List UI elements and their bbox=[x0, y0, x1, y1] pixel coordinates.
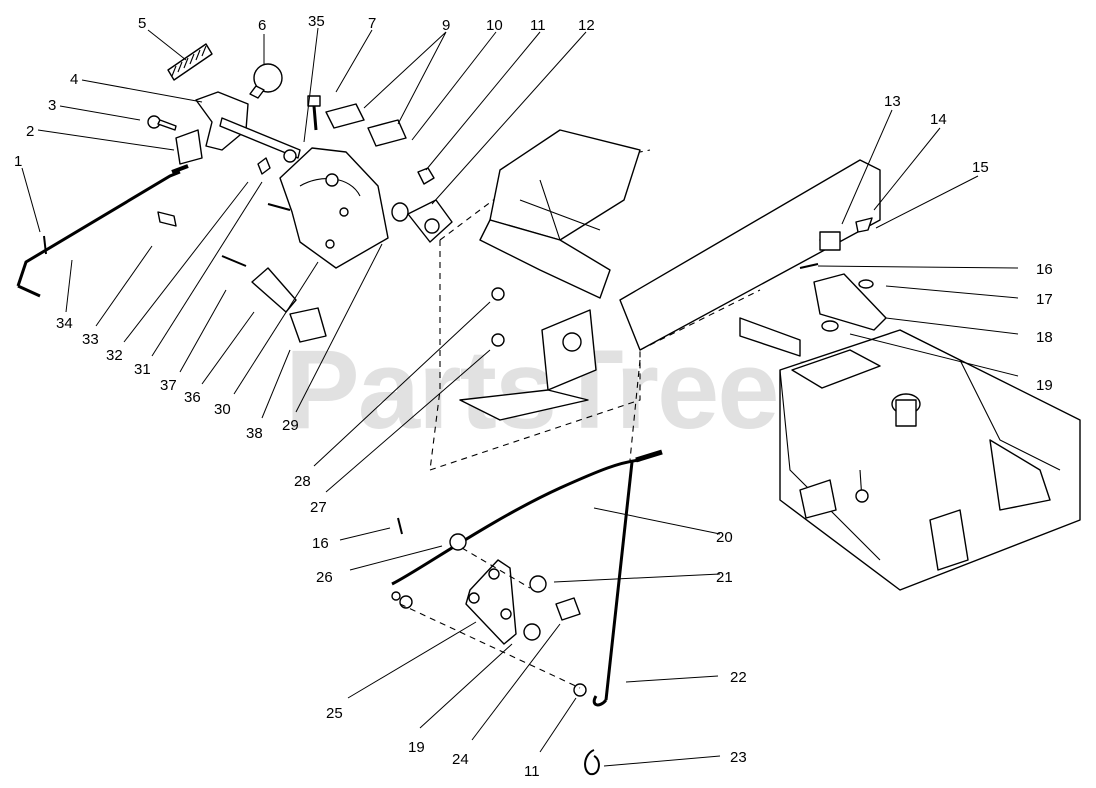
cotter-16 bbox=[397, 517, 403, 535]
leader-lines bbox=[21, 27, 1019, 767]
frame-outline bbox=[429, 149, 651, 471]
watermark-text: PartsTree bbox=[285, 327, 778, 452]
bolt-3 bbox=[147, 115, 177, 131]
washer-21 bbox=[529, 575, 547, 593]
rod-20 bbox=[391, 458, 641, 586]
callout-27: 27 bbox=[310, 499, 327, 516]
callout-33: 33 bbox=[82, 331, 99, 348]
pin-33 bbox=[157, 211, 177, 227]
frame-assembly bbox=[429, 129, 651, 471]
main-bracket bbox=[279, 147, 389, 269]
washer-35 bbox=[283, 149, 297, 163]
nut-27 bbox=[491, 333, 505, 347]
callout-37: 37 bbox=[160, 377, 177, 394]
callout-16-lower: 16 bbox=[312, 535, 329, 552]
callout-23: 23 bbox=[730, 749, 747, 766]
callout-36: 36 bbox=[184, 389, 201, 406]
callout-13: 13 bbox=[884, 93, 901, 110]
clip-23 bbox=[584, 749, 600, 776]
bolt-24 bbox=[555, 597, 581, 621]
lower-linkage bbox=[391, 359, 663, 776]
frame-rail bbox=[619, 159, 881, 351]
callout-25: 25 bbox=[326, 705, 343, 722]
callout-3: 3 bbox=[48, 97, 56, 114]
callout-34: 34 bbox=[56, 315, 73, 332]
small-plate bbox=[175, 129, 203, 165]
callout-22: 22 bbox=[730, 669, 747, 686]
callout-26: 26 bbox=[316, 569, 333, 586]
callout-6: 6 bbox=[258, 17, 266, 34]
callout-11-top: 11 bbox=[530, 17, 546, 34]
drive-plate-parts bbox=[799, 217, 887, 332]
callout-19-lower: 19 bbox=[408, 739, 425, 756]
bushing-26 bbox=[449, 533, 467, 551]
callout-18: 18 bbox=[1036, 329, 1053, 346]
callout-24: 24 bbox=[452, 751, 469, 768]
callout-12: 12 bbox=[578, 17, 595, 34]
callout-29: 29 bbox=[282, 417, 299, 434]
shift-lever-assembly bbox=[16, 43, 453, 343]
callout-20: 20 bbox=[716, 529, 733, 546]
callout-35: 35 bbox=[308, 13, 325, 30]
switch-bracket bbox=[251, 267, 297, 313]
callout-16-right: 16 bbox=[1036, 261, 1053, 278]
shift-rod bbox=[16, 170, 181, 298]
callout-28: 28 bbox=[294, 473, 311, 490]
lever-plate bbox=[465, 559, 517, 645]
nut-11-lower bbox=[573, 683, 587, 697]
callout-10: 10 bbox=[486, 17, 503, 34]
callout-5: 5 bbox=[138, 15, 146, 32]
spring-part bbox=[167, 43, 213, 81]
frame-bracket bbox=[489, 129, 641, 241]
bolt-7 bbox=[307, 95, 321, 131]
callout-38: 38 bbox=[246, 425, 263, 442]
callout-21: 21 bbox=[716, 569, 733, 586]
nut-10 bbox=[417, 167, 435, 185]
switches-9 bbox=[325, 103, 407, 147]
callout-1: 1 bbox=[14, 153, 22, 170]
callout-17: 17 bbox=[1036, 291, 1053, 308]
washer-29 bbox=[391, 202, 409, 222]
bushing-32 bbox=[257, 157, 271, 175]
pin-1 bbox=[43, 235, 47, 255]
washer-19b bbox=[523, 623, 541, 641]
callout-30: 30 bbox=[214, 401, 231, 418]
nut-28 bbox=[491, 287, 505, 301]
callout-15: 15 bbox=[972, 159, 989, 176]
callout-31: 31 bbox=[134, 361, 151, 378]
lever-shaft bbox=[219, 117, 301, 159]
callout-labels: 5 6 35 7 9 10 11 12 4 3 2 1 34 33 32 31 … bbox=[14, 13, 1053, 780]
knob-part bbox=[249, 63, 283, 99]
callout-11-lower: 11 bbox=[524, 763, 540, 780]
callout-32: 32 bbox=[106, 347, 123, 364]
callout-14: 14 bbox=[930, 111, 947, 128]
washer-17 bbox=[858, 279, 874, 289]
callout-2: 2 bbox=[26, 123, 34, 140]
callout-9: 9 bbox=[442, 17, 450, 34]
callout-4: 4 bbox=[70, 71, 78, 88]
drive-plate bbox=[813, 273, 887, 331]
callout-19-right: 19 bbox=[1036, 377, 1053, 394]
callout-7: 7 bbox=[368, 15, 376, 32]
rod-22 bbox=[604, 461, 634, 701]
transmission bbox=[739, 317, 1081, 591]
washer-19 bbox=[821, 320, 839, 332]
